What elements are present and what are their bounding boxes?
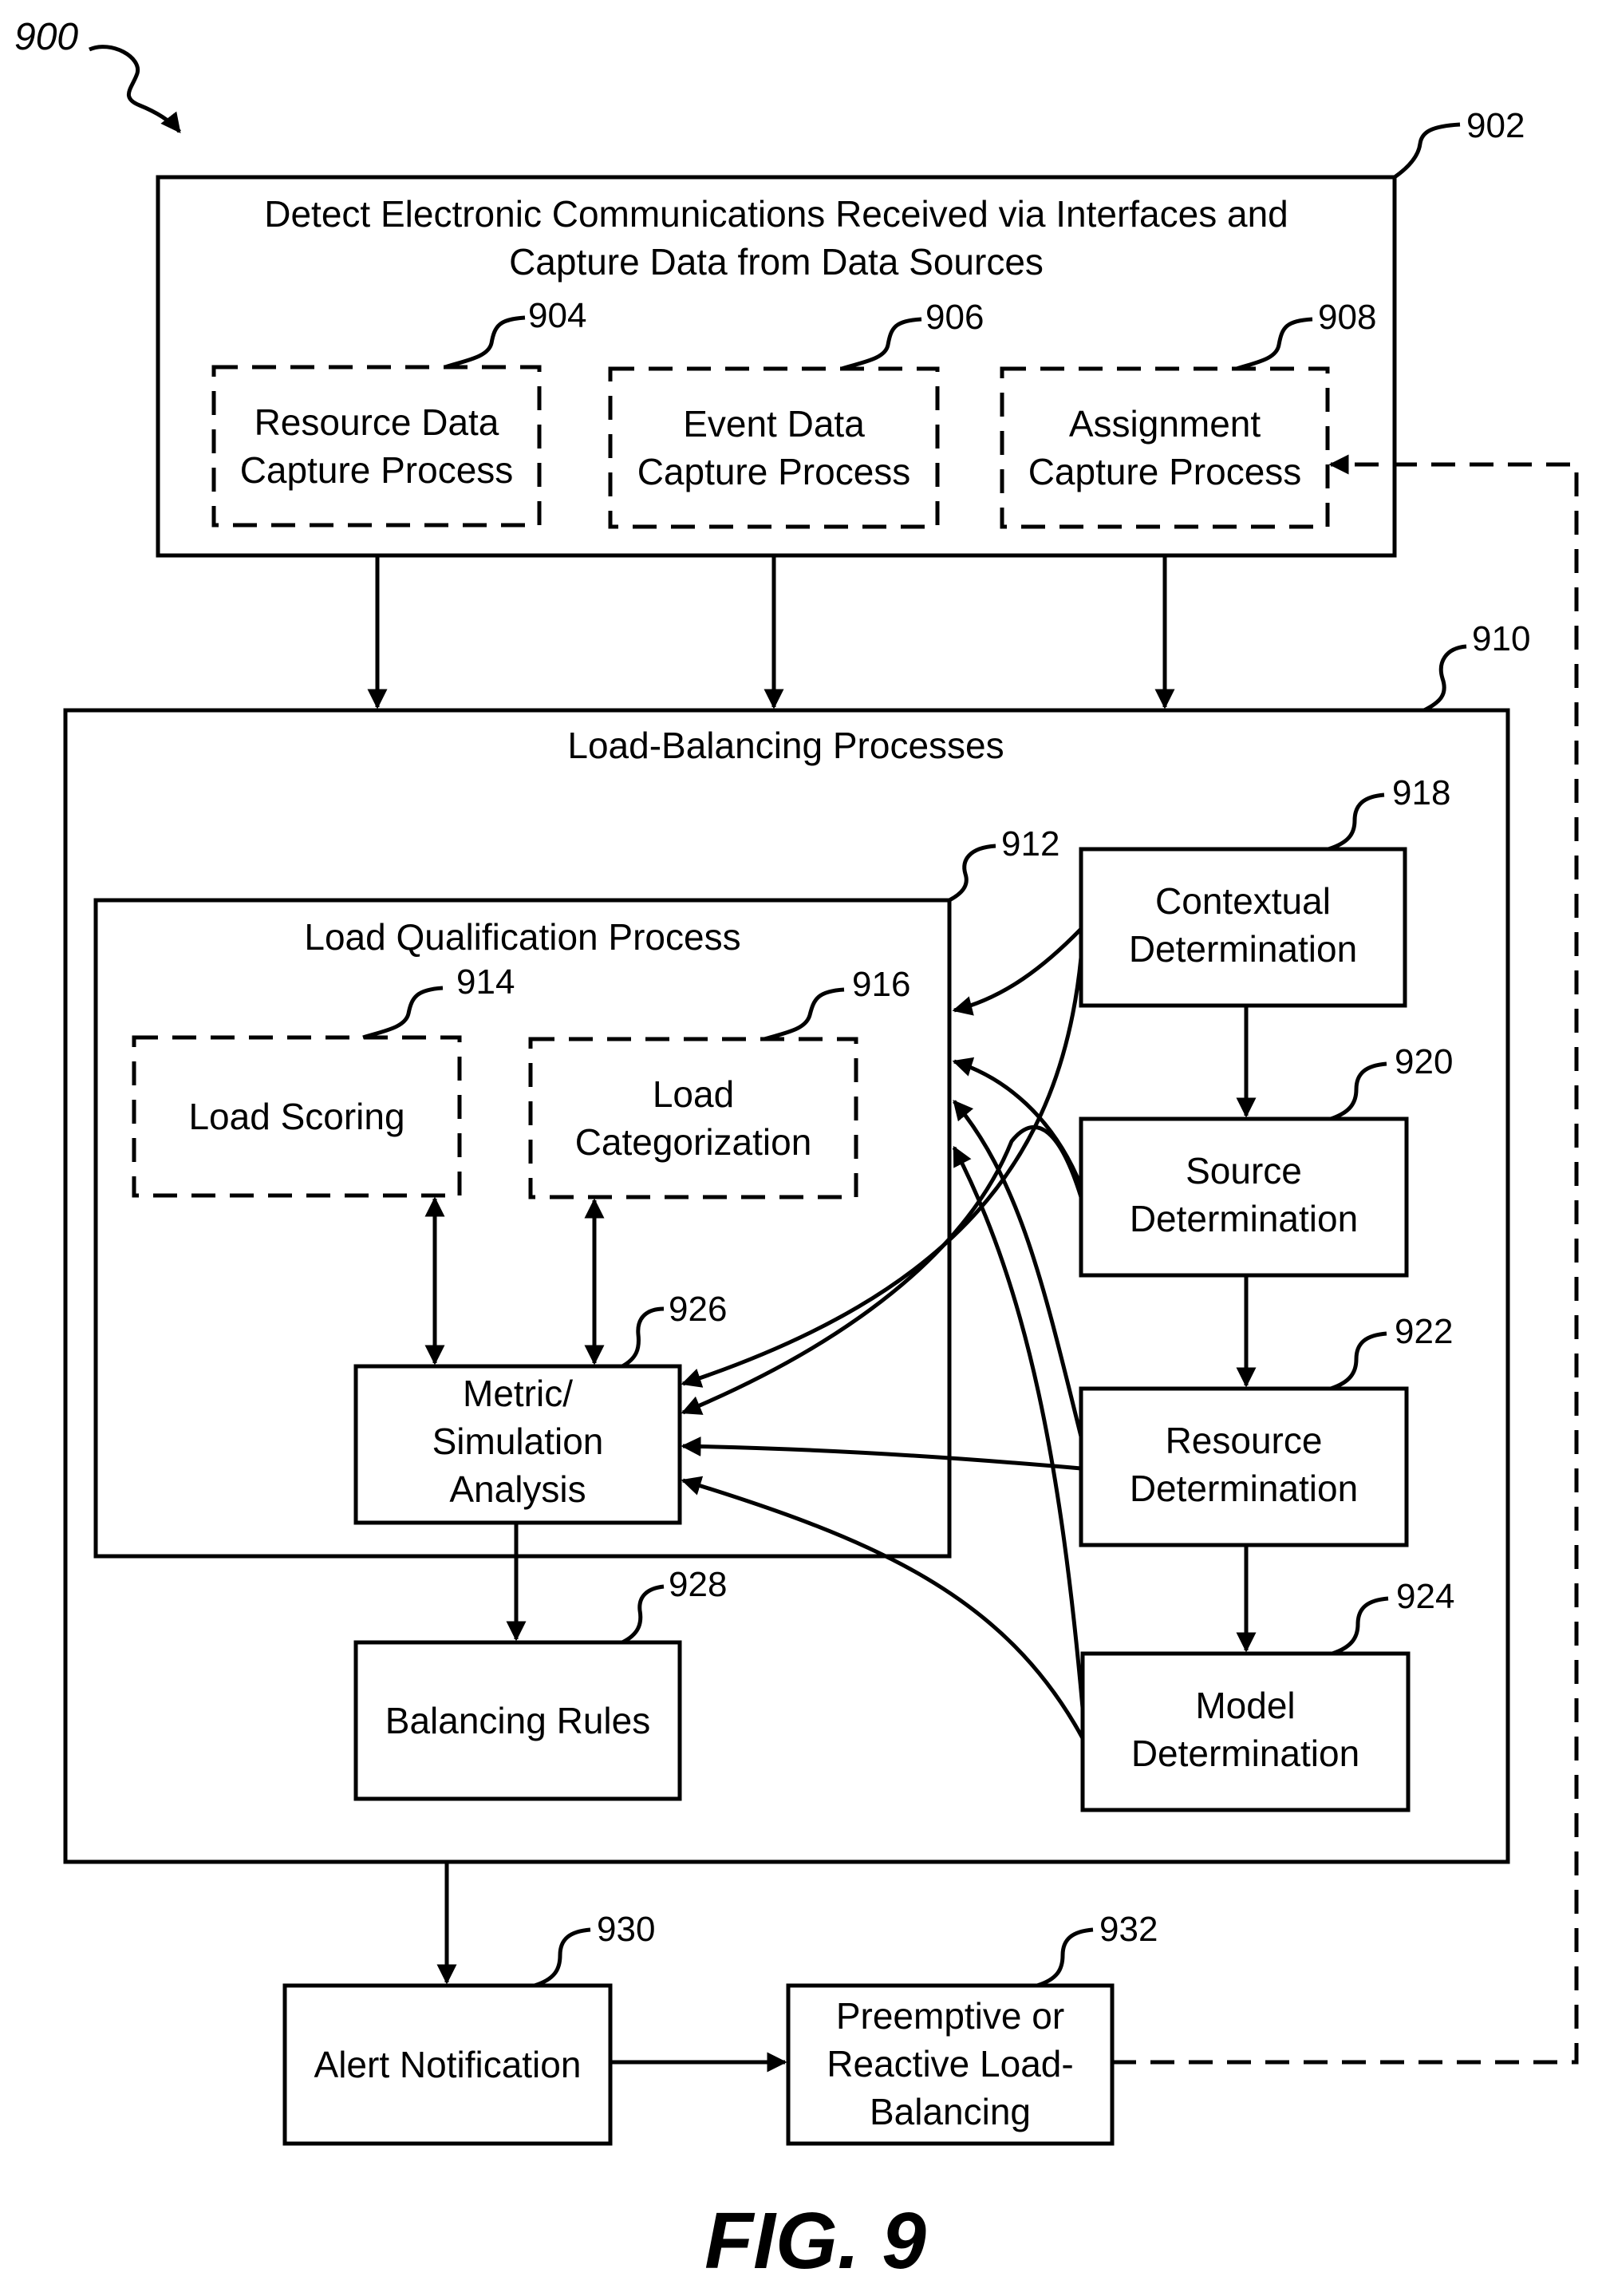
ref-912: 912 — [1001, 824, 1059, 863]
leader-914 — [363, 988, 443, 1037]
box-912-label: Load Qualification Process — [304, 916, 740, 958]
leader-922 — [1331, 1334, 1387, 1389]
box-926-label-line3: Analysis — [449, 1468, 586, 1510]
figure-pointer-arrow — [89, 47, 180, 132]
box-904-resource-data-capture — [214, 367, 539, 525]
leader-902 — [1395, 124, 1460, 177]
box-932-label-line2: Reactive Load- — [827, 2043, 1073, 2085]
arrow-922-to-926 — [683, 1446, 1081, 1468]
box-926-label-line1: Metric/ — [463, 1373, 573, 1414]
box-902-label-line1: Detect Electronic Communications Receive… — [264, 193, 1288, 235]
figure-caption: FIG. 9 — [704, 2196, 926, 2286]
box-922-resource-determination — [1081, 1389, 1407, 1545]
box-906-event-data-capture — [610, 369, 937, 527]
leader-918 — [1328, 795, 1384, 849]
leader-926 — [622, 1309, 664, 1366]
ref-906: 906 — [925, 298, 984, 337]
box-922-label-line2: Determination — [1130, 1468, 1358, 1509]
box-914-label: Load Scoring — [188, 1096, 404, 1137]
ref-924: 924 — [1396, 1577, 1454, 1616]
ref-926: 926 — [669, 1290, 727, 1329]
box-926-label-line2: Simulation — [432, 1421, 604, 1462]
box-916-load-categorization — [531, 1039, 856, 1197]
leader-912 — [949, 846, 996, 900]
leader-930 — [535, 1930, 590, 1986]
leader-908 — [1237, 319, 1312, 369]
ref-904: 904 — [528, 296, 586, 335]
box-924-label-line2: Determination — [1131, 1733, 1359, 1774]
leader-932 — [1037, 1930, 1093, 1986]
box-916-label-line1: Load — [653, 1073, 734, 1115]
leader-916 — [764, 990, 844, 1039]
leader-910 — [1424, 646, 1466, 710]
ref-908: 908 — [1318, 298, 1376, 337]
arrow-924-to-912 — [954, 1148, 1083, 1708]
box-920-label-line1: Source — [1186, 1150, 1302, 1191]
ref-916: 916 — [852, 965, 910, 1004]
box-932-label-line1: Preemptive or — [836, 1995, 1064, 2037]
ref-910: 910 — [1472, 619, 1530, 658]
arrow-920-to-926 — [683, 1127, 1081, 1413]
box-906-label-line2: Capture Process — [637, 451, 911, 492]
box-906-label-line1: Event Data — [683, 403, 865, 445]
box-904-label-line1: Resource Data — [255, 401, 499, 443]
leader-928 — [622, 1587, 664, 1642]
ref-932: 932 — [1099, 1910, 1158, 1949]
box-910-label: Load-Balancing Processes — [567, 725, 1004, 766]
arrow-924-to-926 — [683, 1480, 1083, 1738]
box-918-label-line1: Contextual — [1155, 880, 1331, 922]
leader-924 — [1332, 1599, 1388, 1654]
box-908-label-line2: Capture Process — [1028, 451, 1302, 492]
leader-904 — [445, 318, 525, 367]
arrow-918-to-912 — [954, 929, 1081, 1010]
figure-number: 900 — [14, 16, 78, 58]
ref-922: 922 — [1395, 1312, 1453, 1351]
box-922-label-line1: Resource — [1166, 1420, 1323, 1461]
box-932-label-line3: Balancing — [870, 2091, 1031, 2132]
leader-906 — [842, 319, 921, 369]
ref-920: 920 — [1395, 1042, 1453, 1081]
box-920-source-determination — [1081, 1119, 1407, 1275]
box-918-contextual-determination — [1081, 849, 1405, 1006]
box-920-label-line2: Determination — [1130, 1198, 1358, 1239]
box-908-assignment-capture — [1002, 369, 1328, 527]
ref-918: 918 — [1392, 773, 1450, 812]
ref-914: 914 — [456, 962, 515, 1002]
box-924-model-determination — [1083, 1654, 1408, 1810]
box-918-label-line2: Determination — [1129, 928, 1357, 970]
box-930-label: Alert Notification — [314, 2044, 582, 2085]
leader-920 — [1331, 1064, 1387, 1119]
ref-930: 930 — [597, 1910, 655, 1949]
ref-902: 902 — [1466, 106, 1525, 145]
ref-928: 928 — [669, 1565, 727, 1604]
box-924-label-line1: Model — [1195, 1685, 1295, 1726]
box-904-label-line2: Capture Process — [240, 449, 514, 491]
box-902-label-line2: Capture Data from Data Sources — [509, 241, 1044, 283]
box-928-label: Balancing Rules — [385, 1700, 650, 1741]
box-916-label-line2: Categorization — [575, 1121, 812, 1163]
box-908-label-line1: Assignment — [1069, 403, 1261, 445]
